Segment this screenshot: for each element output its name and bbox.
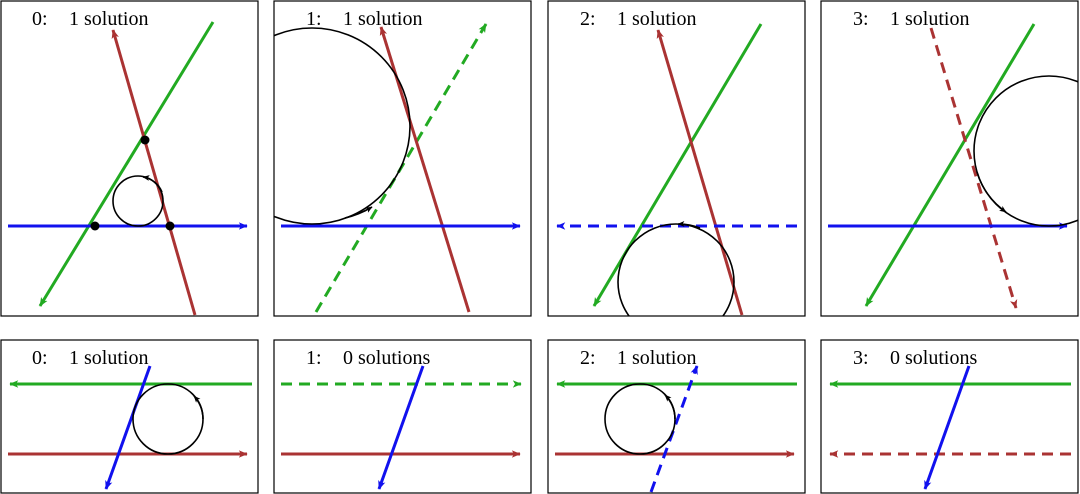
panel-frame <box>820 339 1079 494</box>
blue-dashed-line <box>649 365 699 493</box>
panel-top-1: 1:1 solution <box>273 0 532 317</box>
intersection-point <box>165 221 175 231</box>
panel-label: 2:1 solution <box>580 8 696 30</box>
red-line <box>379 26 471 313</box>
panel-top-2: 2:1 solution <box>547 0 806 317</box>
panel-top-0: 0:1 solution <box>0 0 259 317</box>
tangent-circle <box>112 175 164 227</box>
panel-frame <box>273 339 532 494</box>
tangent-circle <box>617 223 735 316</box>
orientation-arrow-icon <box>664 394 676 420</box>
panel-label: 3:0 solutions <box>853 347 977 369</box>
panel-label: 1:1 solution <box>306 8 422 30</box>
red-dashed-line <box>929 27 1018 309</box>
orientation-arrow-icon <box>344 206 373 219</box>
green-line <box>592 23 763 307</box>
panel-bottom-0: 0:1 solution <box>0 339 259 494</box>
panel-label: 3:1 solution <box>853 8 969 30</box>
orientation-arrow-icon <box>976 171 1007 213</box>
tangent-circle <box>604 383 676 455</box>
panel-label: 0:1 solution <box>32 8 148 30</box>
red-line <box>656 29 744 316</box>
blue-line <box>923 365 971 490</box>
orientation-arrow-icon <box>193 395 204 420</box>
red-line <box>111 29 197 316</box>
panel-top-3: 3:1 solution <box>820 0 1079 317</box>
panel-label: 1:0 solutions <box>306 347 430 369</box>
panel-bottom-2: 2:1 solution <box>547 339 806 494</box>
panel-frame <box>820 0 1079 317</box>
tangent-circle <box>274 27 411 225</box>
blue-line <box>377 365 425 490</box>
orientation-arrow-icon <box>677 220 701 229</box>
panel-frame <box>547 339 806 494</box>
panel-frame <box>0 0 259 317</box>
panel-frame <box>273 0 532 317</box>
panel-bottom-1: 1:0 solutions <box>273 339 532 494</box>
intersection-point <box>140 135 150 145</box>
blue-line <box>104 365 152 490</box>
tangent-circle <box>132 383 204 455</box>
orientation-arrow-icon <box>142 175 163 193</box>
panel-bottom-3: 3:0 solutions <box>820 339 1079 494</box>
panel-frame <box>547 0 806 317</box>
green-line <box>864 23 1036 307</box>
panel-label: 2:1 solution <box>580 347 696 369</box>
tangent-circle <box>973 75 1078 227</box>
panel-label: 0:1 solution <box>32 347 148 369</box>
green-line <box>38 21 215 307</box>
intersection-point <box>90 221 100 231</box>
panel-frame <box>0 339 259 494</box>
